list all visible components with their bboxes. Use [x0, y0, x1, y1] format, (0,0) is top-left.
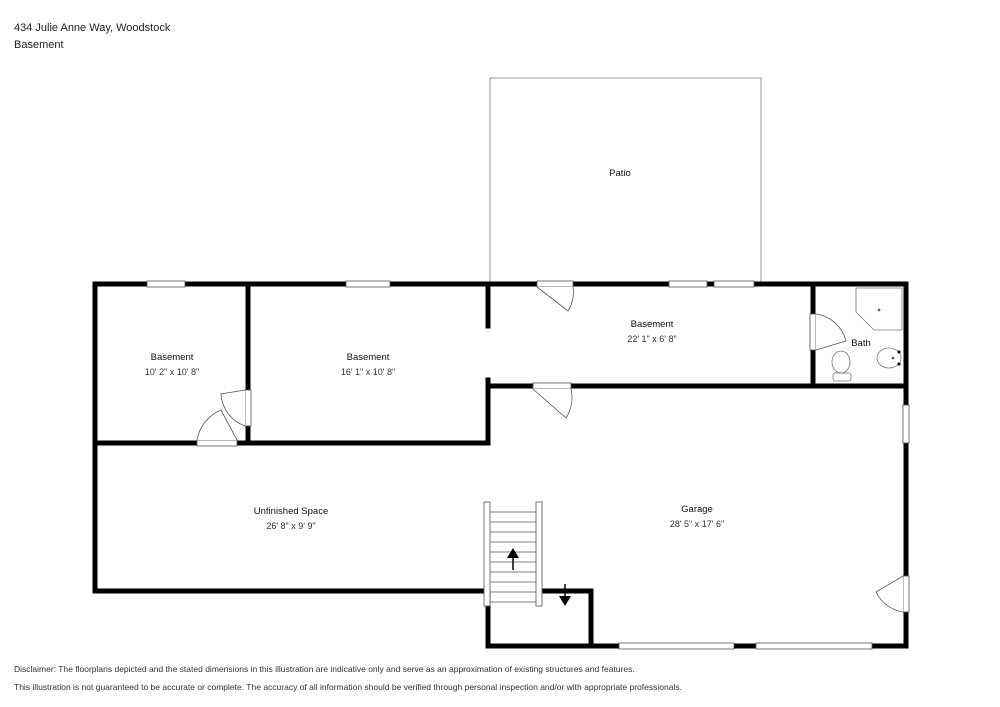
stair-up-arrow	[507, 548, 519, 570]
patio-outline	[489, 77, 762, 284]
room-name-basement-right: Basement	[631, 319, 674, 330]
floor-level-label: Basement	[14, 39, 64, 51]
disclaimer-line-2: This illustration is not guaranteed to b…	[14, 682, 682, 692]
room-name-basement-left: Basement	[151, 352, 194, 363]
sink-icon	[876, 347, 902, 369]
bath-fixtures	[831, 287, 903, 382]
room-name-basement-mid: Basement	[347, 352, 390, 363]
windows	[146, 280, 910, 650]
room-name-unfinished: Unfinished Space	[254, 506, 328, 517]
room-dims-basement-mid: 16' 1" x 10' 8"	[341, 367, 395, 377]
room-dims-basement-right: 22' 1" x 6' 8"	[627, 334, 676, 344]
toilet-icon	[832, 372, 852, 382]
disclaimer-line-1: Disclaimer: The floorplans depicted and …	[14, 664, 635, 674]
room-name-patio: Patio	[609, 168, 631, 179]
room-dims-basement-left: 10' 2" x 10' 8"	[145, 367, 199, 377]
doors	[196, 280, 910, 613]
room-name-bath: Bath	[851, 338, 871, 349]
property-address: 434 Julie Anne Way, Woodstock	[14, 22, 171, 34]
room-dims-garage: 28' 5" x 17' 6"	[670, 519, 724, 529]
stair-down-arrow	[559, 584, 571, 606]
room-name-garage: Garage	[681, 504, 713, 515]
room-dims-unfinished: 26' 8" x 9' 9"	[266, 521, 315, 531]
